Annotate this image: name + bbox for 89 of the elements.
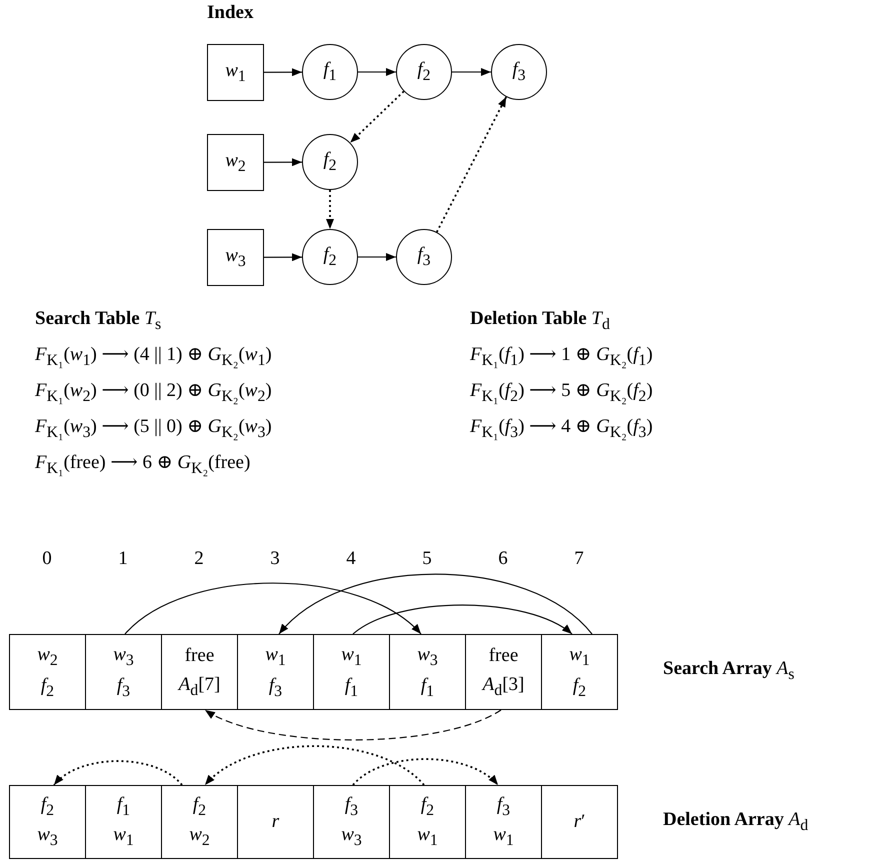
arrow [278,574,592,634]
cell-entry: f$_{2}$ [192,794,206,820]
array-cell [85,785,162,859]
array-title: Search Array A$_{s}$ [663,658,794,685]
arrow [352,604,572,634]
cell-entry: f$_{2}$ [420,794,434,820]
arrow [452,68,491,76]
cell-entry: f$_{2}$ [40,794,54,820]
arrow [204,710,502,740]
array-cell [465,785,542,859]
array-cell: r [237,785,314,859]
section-heading: Index [207,2,254,25]
arrow [53,760,183,786]
index-number: 2 [194,548,204,571]
array-cell [161,634,238,710]
table-entry: F$_{K₁}$(f$_{2}$) ⟶ 5 ⊕ G$_{K₂}$(f$_{2}$) [470,380,653,407]
file-circle: f$_{1}$ [302,44,358,100]
arrow [358,253,396,261]
array-cell [9,634,86,710]
table-entry: F$_{K₁}$(w$_{3}$) ⟶ (5 || 0) ⊕ G$_{K₂}$(w$_{3}$) [35,416,272,443]
arrow [264,253,302,262]
cell-entry: f$_{3}$ [496,794,510,820]
cell-entry: f$_{1}$ [116,794,130,820]
table-entry: F$_{K₁}$(f$_{1}$) ⟶ 1 ⊕ G$_{K₂}$(f$_{1}$) [470,344,653,371]
cell-entry: w$_{2}$ [37,644,58,670]
table-entry: F$_{K₁}$(f$_{3}$) ⟶ 4 ⊕ G$_{K₂}$(f$_{3}$) [470,416,653,443]
arrow [124,582,422,634]
cell-entry: free [184,644,214,667]
cell-entry: f$_{3}$ [344,794,358,820]
array-title: Deletion Array A$_{d}$ [663,809,808,836]
cell-entry: f$_{2}$ [572,674,586,700]
cell-entry: w$_{1}$ [417,824,438,850]
cell-entry: w$_{3}$ [113,644,134,670]
array-cell [237,634,314,710]
cell-entry: w$_{1}$ [493,824,514,850]
cell-entry: w$_{3}$ [37,824,58,850]
cell-entry: free [488,644,518,667]
arrow [264,158,302,166]
file-circle: f$_{2}$ [302,229,358,285]
arrow [326,190,334,229]
keyword-box: w$_{1}$ [207,44,264,101]
cell-entry: f$_{2}$ [40,674,54,700]
table-heading: Deletion Table T$_{d}$ [470,308,610,335]
cell-entry: w$_{1}$ [341,644,362,670]
cell-entry: f$_{1}$ [420,674,434,700]
array-cell [313,785,390,859]
array-cell [389,785,466,859]
index-number: 4 [346,548,356,571]
keyword-box: w$_{3}$ [207,229,264,286]
file-circle: f$_{3}$ [396,229,452,285]
arrow [264,68,302,76]
arrow [204,745,425,786]
cell-entry: A$_{d}$[3] [482,674,524,700]
cell-entry: w$_{3}$ [341,824,362,850]
arrow [350,90,404,144]
array-cell [541,634,618,710]
index-number: 5 [422,548,432,571]
table-heading: Search Table T$_{s}$ [35,308,162,335]
cell-entry: w$_{1}$ [265,644,286,670]
array-cell [85,634,162,710]
index-number: 6 [498,548,508,571]
file-circle: f$_{2}$ [396,44,452,100]
index-number: 3 [270,548,280,571]
array-cell [389,634,466,710]
cell-entry: w$_{1}$ [569,644,590,670]
array-cell [161,785,238,859]
table-entry: F$_{K₁}$(free) ⟶ 6 ⊕ G$_{K₂}$(free) [35,452,250,479]
cell-entry: f$_{3}$ [116,674,130,700]
table-entry: F$_{K₁}$(w$_{2}$) ⟶ (0 || 2) ⊕ G$_{K₂}$(w$_{2}$) [35,380,272,407]
file-circle: f$_{3}$ [491,44,547,100]
index-number: 1 [118,548,128,571]
index-number: 0 [42,548,52,571]
cell-entry: w$_{1}$ [113,824,134,850]
array-cell: r′ [541,785,618,859]
arrow [436,96,508,232]
table-entry: F$_{K₁}$(w$_{1}$) ⟶ (4 || 1) ⊕ G$_{K₂}$(w$_{1}$) [35,344,272,371]
cell-entry: f$_{1}$ [344,674,358,700]
array-cell [313,634,390,710]
arrow [358,68,396,76]
cell-entry: w$_{2}$ [189,824,210,850]
cell-entry: f$_{3}$ [268,674,282,700]
file-circle: f$_{2}$ [302,134,358,190]
arrow [352,758,499,786]
keyword-box: w$_{2}$ [207,134,264,191]
cell-entry: A$_{d}$[7] [178,674,220,700]
array-cell [465,634,542,710]
cell-entry: w$_{3}$ [417,644,438,670]
index-number: 7 [574,548,584,571]
array-cell [9,785,86,859]
